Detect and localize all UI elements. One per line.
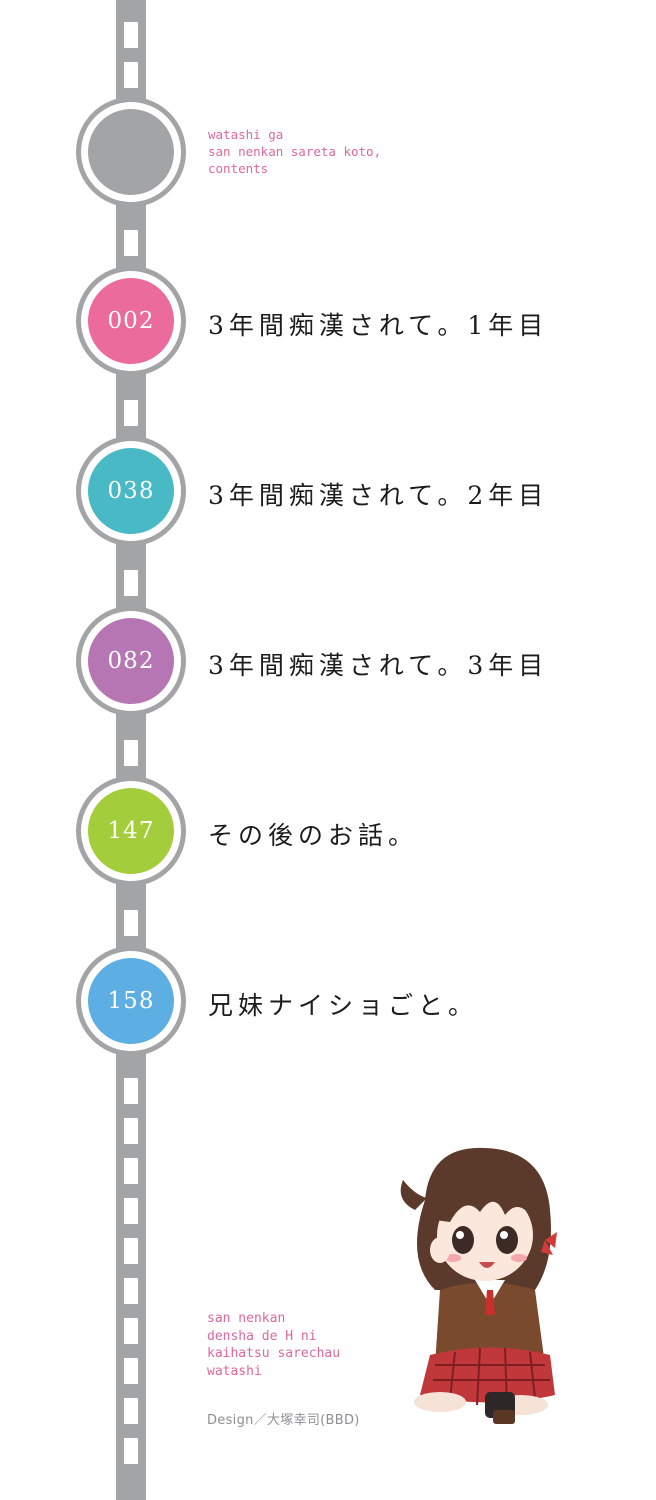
page-number: 158 — [88, 958, 174, 1044]
chapter-title[interactable]: 3年間痴漢されて。2年目 — [208, 481, 549, 510]
design-credit: Design／大塚幸司(BBD) — [207, 1413, 360, 1428]
track-slot — [124, 1118, 138, 1144]
chapter-station[interactable]: 147 — [76, 776, 186, 886]
chapter-station[interactable]: 082 — [76, 606, 186, 716]
track-slot — [124, 1238, 138, 1264]
chapter-title[interactable]: その後のお話。 — [208, 821, 419, 850]
track-slot — [124, 1318, 138, 1344]
header-line: san nenkan sareta koto, — [208, 144, 382, 159]
series-title-line: watashi — [207, 1363, 262, 1379]
header-station-dot — [88, 109, 174, 195]
page-number: 147 — [88, 788, 174, 874]
track-slot — [124, 1278, 138, 1304]
header-station — [76, 97, 186, 207]
track-slot — [124, 230, 138, 256]
series-title: san nenkan densha de H ni kaihatsu sarec… — [207, 1310, 340, 1380]
track-slot — [124, 1158, 138, 1184]
chapter-station[interactable]: 158 — [76, 946, 186, 1056]
chapter-station[interactable]: 002 — [76, 266, 186, 376]
page-number: 038 — [88, 448, 174, 534]
railway-track — [116, 0, 146, 1500]
header-line: watashi ga — [208, 127, 284, 142]
contents-header: watashi ga san nenkan sareta koto, conte… — [208, 126, 381, 177]
track-slot — [124, 1198, 138, 1224]
track-slot — [124, 740, 138, 766]
chapter-title[interactable]: 3年間痴漢されて。3年目 — [208, 651, 549, 680]
series-title-line: kaihatsu sarechau — [207, 1346, 341, 1361]
chapter-title[interactable]: 3年間痴漢されて。1年目 — [208, 311, 549, 340]
track-slot — [124, 62, 138, 88]
series-title-line: san nenkan — [207, 1311, 286, 1326]
page-number: 082 — [88, 618, 174, 704]
track-slot — [124, 1438, 138, 1464]
page-number: 002 — [88, 278, 174, 364]
track-slot — [124, 1398, 138, 1424]
chapter-title[interactable]: 兄妹ナイショごと。 — [208, 991, 479, 1020]
chapter-station[interactable]: 038 — [76, 436, 186, 546]
track-slot — [124, 22, 138, 48]
header-line: contents — [208, 161, 269, 176]
track-slot — [124, 1078, 138, 1104]
track-slot — [124, 400, 138, 426]
series-title-line: densha de H ni — [207, 1328, 317, 1344]
track-slot — [124, 1358, 138, 1384]
track-slot — [124, 570, 138, 596]
track-slot — [124, 910, 138, 936]
chibi-girl-illustration — [400, 1147, 557, 1424]
